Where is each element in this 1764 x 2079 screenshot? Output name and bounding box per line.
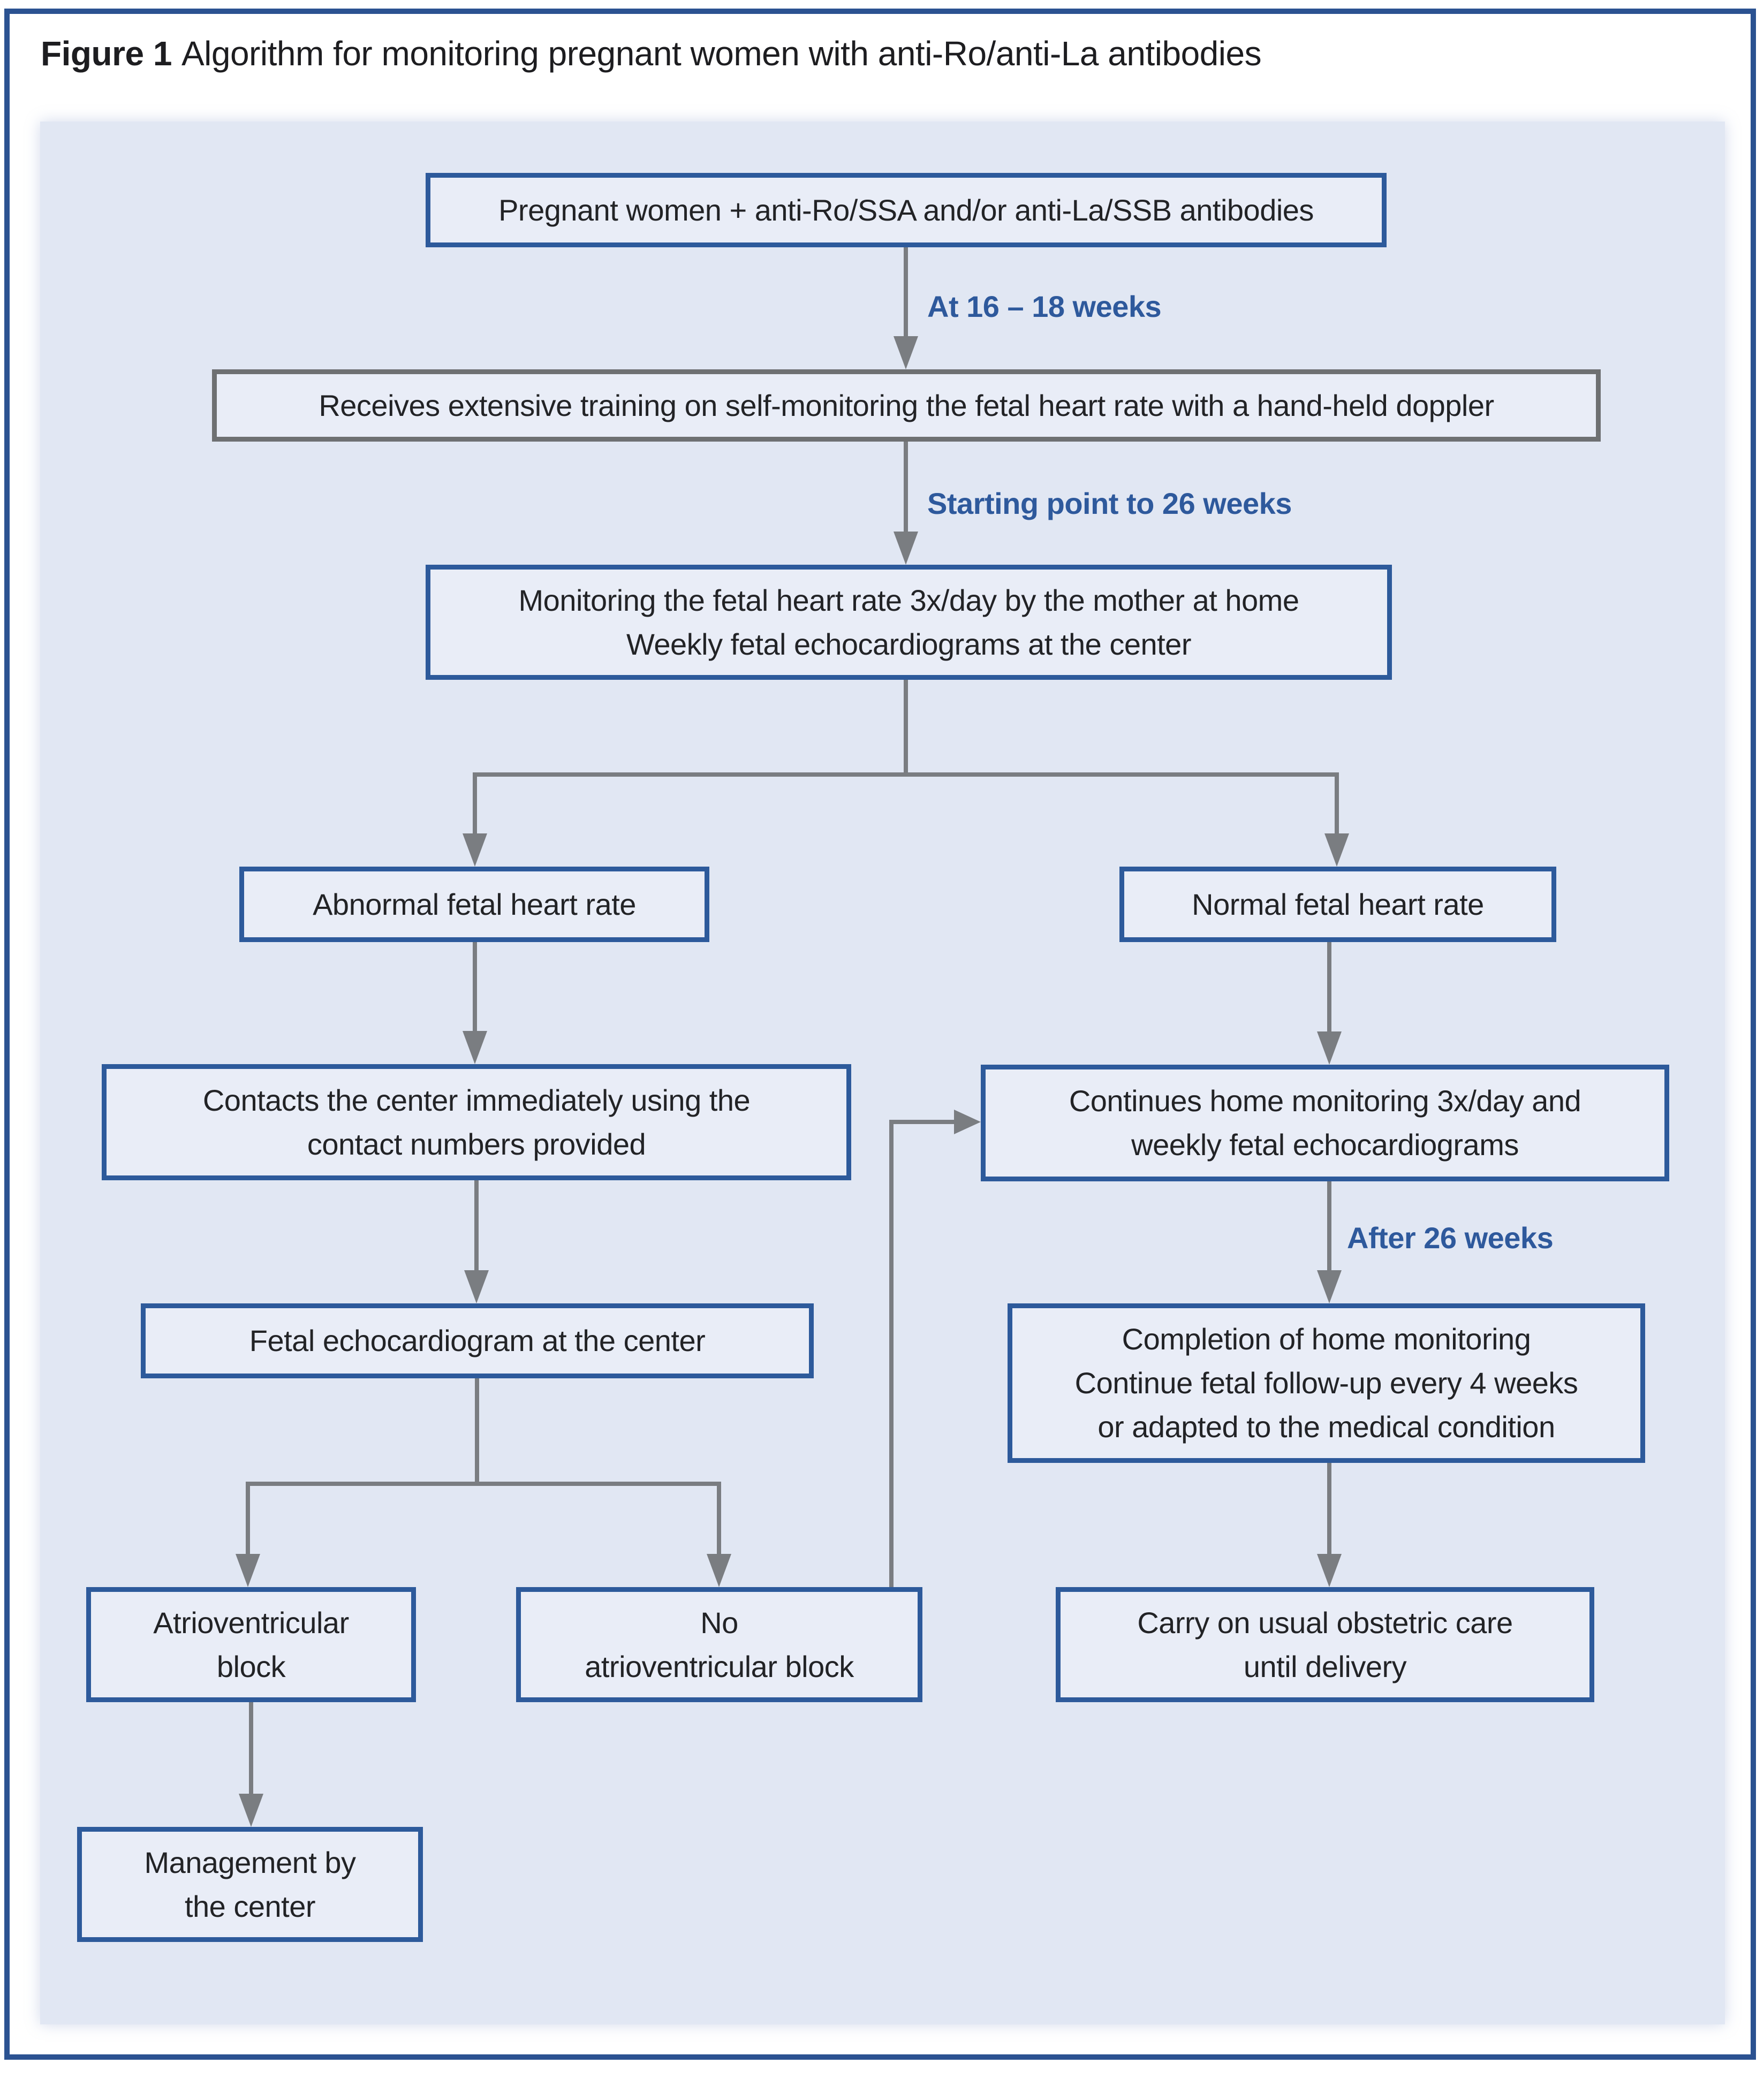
connector-no-av-block-feedback-vertical — [889, 1120, 894, 1587]
figure-title: Algorithm for monitoring pregnant women … — [181, 34, 1262, 73]
node-training: Receives extensive training on self-moni… — [212, 369, 1601, 442]
connector-av-block-to-management — [249, 1702, 253, 1795]
connector-monitoring-to-branch — [904, 680, 908, 775]
node-completion-line2: Continue fetal follow-up every 4 weeks — [1074, 1366, 1578, 1400]
arrowhead-into-fetal-echo — [464, 1270, 489, 1303]
node-continues-line2: weekly fetal echocardiograms — [1131, 1128, 1519, 1162]
node-fetal-echo-text: Fetal echocardiogram at the center — [249, 1324, 706, 1357]
connector-branch-to-abnormal — [473, 772, 477, 834]
arrowhead-into-continues — [1317, 1031, 1342, 1065]
connector-branch-to-av-block — [246, 1482, 250, 1555]
arrowhead-into-normal — [1324, 833, 1349, 867]
node-training-text: Receives extensive training on self-moni… — [319, 388, 1494, 422]
arrowhead-into-monitoring — [894, 532, 918, 565]
edge-label-starting-point-to-26-weeks: Starting point to 26 weeks — [927, 487, 1292, 520]
connector-abnormal-to-contacts — [473, 942, 477, 1032]
node-fetal-echocardiogram: Fetal echocardiogram at the center — [141, 1303, 814, 1378]
node-pregnant-women-text: Pregnant women + anti-Ro/SSA and/or anti… — [498, 193, 1314, 227]
node-contacts-center: Contacts the center immediately using th… — [102, 1064, 851, 1180]
node-continues-home-monitoring: Continues home monitoring 3x/day and wee… — [981, 1065, 1669, 1181]
edge-label-after-26-weeks: After 26 weeks — [1347, 1221, 1554, 1255]
node-no-atrioventricular-block: No atrioventricular block — [516, 1587, 922, 1702]
connector-avb-branch-horizontal — [246, 1482, 721, 1486]
node-av-block-line2: block — [216, 1649, 286, 1683]
node-no-av-block-line1: No — [700, 1605, 738, 1640]
arrowhead-into-abnormal — [463, 833, 487, 867]
node-no-av-block-line2: atrioventricular block — [585, 1649, 854, 1683]
node-continues-line1: Continues home monitoring 3x/day and — [1069, 1084, 1581, 1118]
arrowhead-into-carry-on — [1317, 1554, 1342, 1587]
node-carry-on-line1: Carry on usual obstetric care — [1137, 1605, 1513, 1640]
figure-label: Figure 1 — [41, 34, 172, 73]
connector-fetal-echo-to-branch — [475, 1378, 479, 1486]
node-monitoring-line1: Monitoring the fetal heart rate 3x/day b… — [518, 583, 1299, 617]
connector-normal-to-continues — [1327, 942, 1331, 1033]
connector-branch-to-normal — [1335, 772, 1339, 834]
arrowhead-feedback-into-continues — [954, 1110, 981, 1134]
node-carry-on-line2: until delivery — [1243, 1649, 1407, 1683]
connector-pregnant-to-training — [904, 247, 908, 338]
arrowhead-into-training — [894, 336, 918, 369]
node-normal-fetal-heart-rate: Normal fetal heart rate — [1119, 867, 1556, 942]
connector-contacts-to-fetal-echo — [474, 1180, 479, 1271]
arrowhead-into-completion — [1317, 1270, 1342, 1303]
node-completion-home-monitoring: Completion of home monitoring Continue f… — [1008, 1303, 1645, 1463]
node-contacts-line1: Contacts the center immediately using th… — [202, 1083, 751, 1117]
arrowhead-into-no-av-block — [707, 1554, 731, 1587]
arrowhead-into-av-block — [236, 1554, 260, 1587]
node-monitoring-line2: Weekly fetal echocardiograms at the cent… — [626, 627, 1191, 661]
node-contacts-line2: contact numbers provided — [307, 1127, 646, 1161]
connector-completion-to-carry-on — [1327, 1463, 1331, 1555]
node-monitoring: Monitoring the fetal heart rate 3x/day b… — [426, 565, 1392, 680]
connector-no-av-block-feedback-horizontal — [889, 1120, 958, 1124]
node-normal-text: Normal fetal heart rate — [1192, 887, 1484, 921]
node-management-by-center: Management by the center — [77, 1827, 423, 1942]
node-management-line2: the center — [184, 1889, 316, 1923]
node-abnormal-text: Abnormal fetal heart rate — [313, 887, 636, 921]
node-atrioventricular-block: Atrioventricular block — [86, 1587, 416, 1702]
edge-label-at-16-18-weeks: At 16 – 18 weeks — [927, 290, 1162, 323]
node-carry-on-obstetric-care: Carry on usual obstetric care until deli… — [1056, 1587, 1594, 1702]
connector-branch-to-no-av-block — [717, 1482, 721, 1555]
connector-branch-horizontal — [473, 772, 1339, 777]
node-pregnant-women: Pregnant women + anti-Ro/SSA and/or anti… — [426, 173, 1387, 247]
node-completion-line3: or adapted to the medical condition — [1097, 1410, 1555, 1444]
connector-continues-to-completion — [1327, 1181, 1331, 1271]
node-completion-line1: Completion of home monitoring — [1122, 1322, 1531, 1356]
node-av-block-line1: Atrioventricular — [153, 1605, 349, 1640]
connector-training-to-monitoring — [904, 442, 908, 533]
node-management-line1: Management by — [144, 1845, 356, 1879]
node-abnormal-fetal-heart-rate: Abnormal fetal heart rate — [239, 867, 709, 942]
arrowhead-into-contacts — [463, 1031, 487, 1064]
arrowhead-into-management — [239, 1794, 263, 1827]
